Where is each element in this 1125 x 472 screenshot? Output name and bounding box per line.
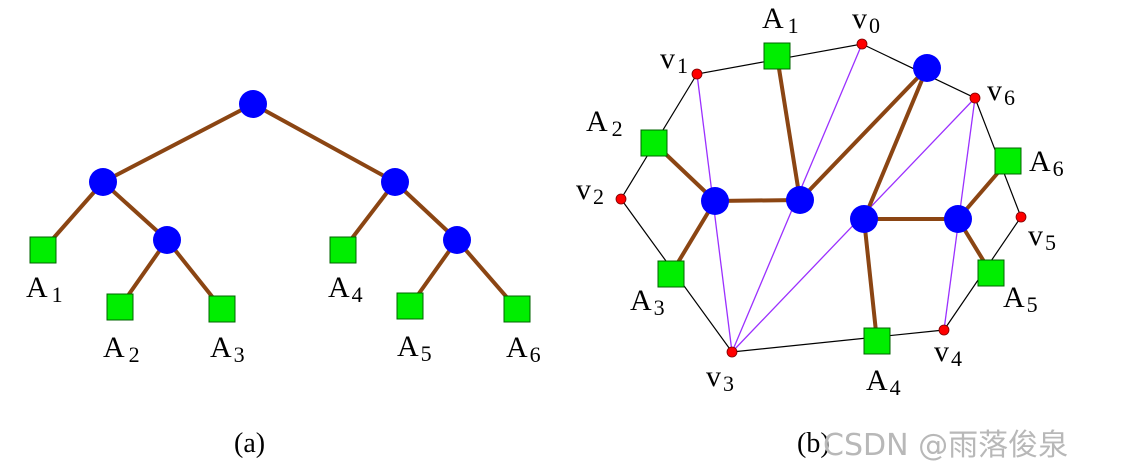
polygon-vertex-v4 — [938, 324, 950, 336]
polygon-vertex-v1 — [691, 68, 703, 80]
dual-tree-edge — [713, 198, 802, 203]
tree-a-internal-nodes — [89, 90, 471, 254]
tree-a-internal-node — [381, 168, 409, 196]
vertex-label-v2: v2 — [576, 173, 604, 209]
polygon-vertex-v2 — [615, 193, 627, 205]
polygon-vertex-v3 — [726, 346, 738, 358]
dual-node — [944, 205, 972, 233]
edge-square-A6 — [994, 147, 1022, 175]
caption-a: (a) — [234, 428, 265, 459]
edge-square-A4 — [863, 327, 891, 355]
tree-a-edge — [251, 102, 397, 184]
dual-tree-edge — [775, 54, 802, 202]
dual-node — [913, 54, 941, 82]
square-label-A5: A5 — [1003, 281, 1038, 317]
polygon-b-boundary — [620, 43, 1022, 353]
dual-node — [701, 187, 729, 215]
dual-node — [850, 205, 878, 233]
polygon-b-vertices — [615, 38, 1027, 358]
tree-a-edges — [41, 102, 519, 311]
tree-a-leaf-label-3: A3 — [210, 331, 245, 367]
polygon-b-diagonals — [696, 43, 976, 353]
tree-a-leaf-1 — [29, 236, 57, 264]
vertex-label-v3: v3 — [706, 360, 734, 396]
tree-a-leaf-6 — [503, 295, 531, 323]
polygon-boundary — [620, 43, 1022, 353]
tree-a-leaf-label-6: A6 — [506, 331, 541, 367]
tree-a-leaves — [29, 236, 531, 323]
vertex-label-v1: v1 — [660, 42, 688, 78]
polygon-vertex-v5 — [1015, 211, 1027, 223]
edge-square-A1 — [763, 42, 791, 70]
square-label-A6: A6 — [1029, 145, 1064, 181]
tree-a-leaf-label-4: A4 — [328, 271, 363, 307]
vertex-label-v6: v6 — [987, 74, 1015, 110]
polygon-b-squares — [640, 42, 1022, 355]
tree-a-edge — [393, 180, 459, 242]
vertex-label-v4: v4 — [934, 335, 962, 371]
edge-square-A2 — [640, 129, 668, 157]
edge-square-A5 — [977, 259, 1005, 287]
polygon-b-vertex-labels: v0 v1 v2 v3 v4 v5 v6 — [576, 2, 1056, 396]
tree-a-internal-node — [89, 168, 117, 196]
polygon-vertex-v0 — [856, 38, 868, 50]
tree-a-leaf-2 — [106, 293, 134, 321]
tree-a-root-node — [239, 90, 267, 118]
tree-a-edge — [101, 102, 255, 184]
polygon-b-dual-nodes — [701, 54, 972, 233]
vertex-label-v5: v5 — [1028, 219, 1056, 255]
tree-a-internal-node — [443, 226, 471, 254]
tree-a-edge — [101, 180, 169, 242]
tree-a-leaf-3 — [208, 295, 236, 323]
polygon-vertex-v6 — [969, 92, 981, 104]
square-label-A4: A4 — [866, 364, 901, 400]
square-label-A3: A3 — [630, 284, 665, 320]
tree-a-leaf-4 — [329, 236, 357, 264]
dual-tree-edge — [862, 217, 879, 343]
watermark: CSDN @雨落俊泉 — [823, 428, 1068, 463]
caption-b: (b) — [797, 428, 830, 459]
dual-tree-edge — [862, 66, 929, 221]
vertex-label-v0: v0 — [852, 2, 880, 38]
tree-a-leaf-label-5: A5 — [397, 330, 432, 366]
edge-square-A3 — [657, 260, 685, 288]
dual-tree-edge — [798, 66, 929, 202]
tree-a-internal-node — [153, 226, 181, 254]
tree-a-leaf-5 — [396, 292, 424, 320]
dual-node — [786, 186, 814, 214]
